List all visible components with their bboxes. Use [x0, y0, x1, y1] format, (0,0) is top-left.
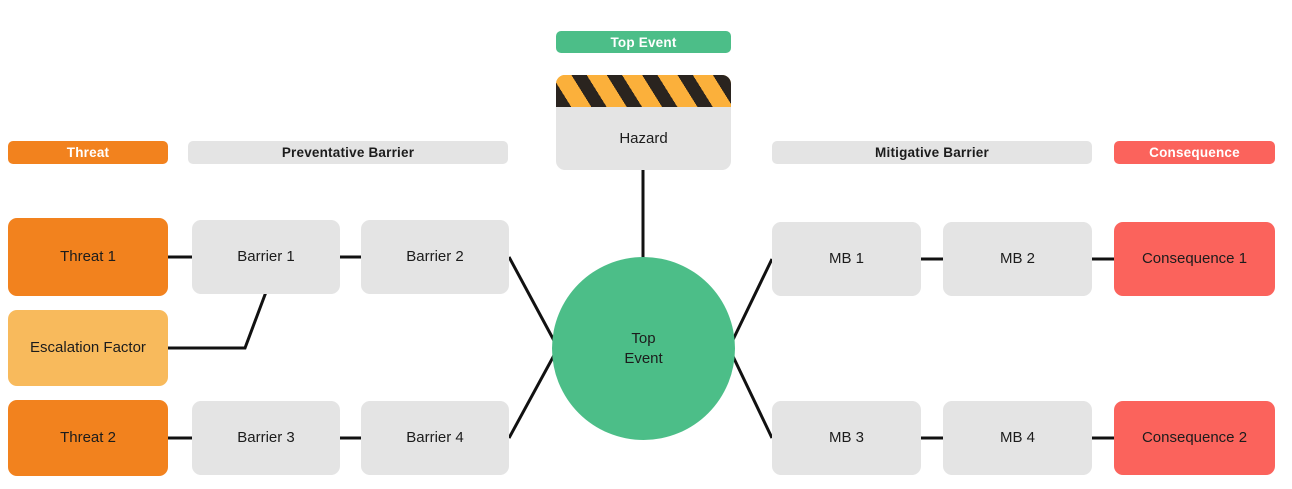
hazard-label: Hazard [619, 130, 668, 147]
connector-topevent-mb1 [727, 258, 774, 349]
legend-header-preventative-barrier: Preventative Barrier [188, 141, 508, 164]
hazard-node[interactable]: Hazard [556, 75, 731, 170]
preventative-barrier-node-4[interactable]: Barrier 4 [361, 401, 509, 475]
top-event-label: Top Event [624, 329, 662, 368]
legend-header-top-event: Top Event [556, 31, 731, 53]
legend-header-mitigative-barrier: Mitigative Barrier [772, 141, 1092, 164]
top-event-node[interactable]: Top Event [552, 257, 735, 440]
legend-header-consequence: Consequence [1114, 141, 1275, 164]
preventative-barrier-node-2[interactable]: Barrier 2 [361, 220, 509, 294]
connector-topevent-mb3 [727, 347, 774, 439]
threat-node-1[interactable]: Threat 1 [8, 218, 168, 296]
escalation-factor-node-1[interactable]: Escalation Factor [8, 310, 168, 386]
legend-header-threat: Threat [8, 141, 168, 164]
threat-node-2[interactable]: Threat 2 [8, 400, 168, 476]
consequence-node-2[interactable]: Consequence 2 [1114, 401, 1275, 475]
mitigative-barrier-node-4[interactable]: MB 4 [943, 401, 1092, 475]
connector-escalationfactor-barrier1 [168, 291, 268, 350]
mitigative-barrier-node-2[interactable]: MB 2 [943, 222, 1092, 296]
preventative-barrier-node-1[interactable]: Barrier 1 [192, 220, 340, 294]
mitigative-barrier-node-3[interactable]: MB 3 [772, 401, 921, 475]
mitigative-barrier-node-1[interactable]: MB 1 [772, 222, 921, 296]
preventative-barrier-node-3[interactable]: Barrier 3 [192, 401, 340, 475]
top-event-label-line1: Top [631, 330, 656, 347]
connector-barrier2-topevent [507, 256, 560, 349]
consequence-node-1[interactable]: Consequence 1 [1114, 222, 1275, 296]
hazard-stripe-icon [556, 75, 731, 107]
connector-barrier4-topevent [507, 347, 560, 439]
top-event-label-line2: Event [624, 349, 663, 367]
